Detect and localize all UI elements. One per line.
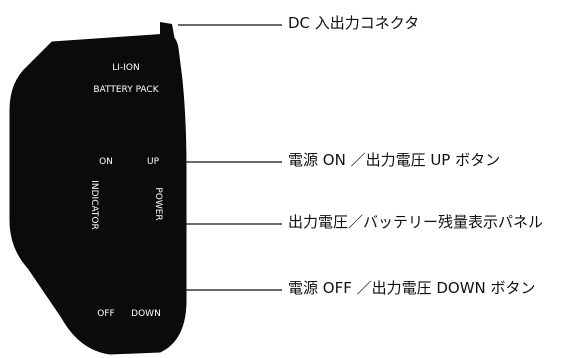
callout-dc-connector: DC 入出力コネクタ — [288, 14, 420, 32]
indicator-label: INDICATOR — [89, 180, 99, 230]
callout-power-off-down-button: 電源 OFF ／出力電圧 DOWN ボタン — [288, 279, 536, 297]
callout-voltage-battery-panel: 出力電圧／バッテリー残量表示パネル — [288, 213, 544, 231]
dc-connector-shape — [160, 22, 176, 46]
on-label[interactable]: ON — [99, 157, 113, 167]
brand-line2: BATTERY PACK — [93, 85, 159, 95]
battery-pack-body — [9, 33, 187, 355]
down-label[interactable]: DOWN — [131, 309, 161, 319]
power-label: POWER — [153, 187, 163, 220]
off-label[interactable]: OFF — [97, 309, 114, 319]
brand-line1: LI-ION — [112, 63, 139, 73]
callout-power-on-up-button: 電源 ON ／出力電圧 UP ボタン — [288, 151, 501, 169]
up-label[interactable]: UP — [147, 157, 160, 167]
